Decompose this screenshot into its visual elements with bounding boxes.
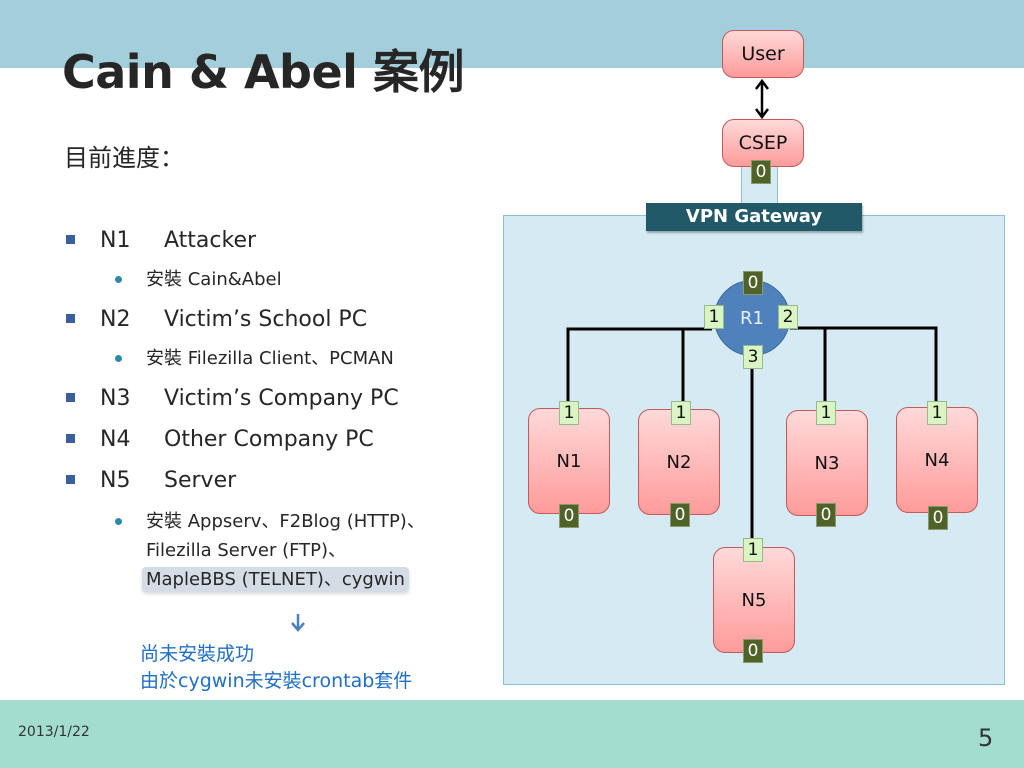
n5-port-0: 0 (743, 639, 763, 663)
n2-port-0: 0 (670, 503, 690, 527)
round-bullet-icon (115, 355, 122, 362)
router-port-1: 1 (704, 305, 724, 329)
list-item-n3: N3 Victim’s Company PC (64, 384, 494, 425)
item-code: N5 (100, 468, 131, 493)
square-bullet-icon (66, 235, 75, 244)
n3-port-0: 0 (816, 503, 836, 527)
n4-port-1: 1 (927, 401, 947, 425)
node-label: CSEP (738, 132, 788, 154)
node-label: N3 (814, 452, 840, 474)
sub-item-line: 安裝 Appserv、F2Blog (HTTP)、 (146, 511, 425, 532)
sub-item: 安裝 Cain&Abel (64, 265, 494, 294)
slide-date: 2013/1/22 (18, 724, 90, 740)
item-code: N2 (100, 307, 131, 332)
footer-band (0, 700, 1024, 768)
square-bullet-icon (66, 314, 75, 323)
item-code: N1 (100, 228, 131, 253)
router-port-2: 2 (778, 305, 798, 329)
n1-port-0: 0 (559, 504, 579, 528)
status-note: 尚未安裝成功 由於cygwin未安裝crontab套件 (140, 641, 412, 695)
list-item-n1: N1 Attacker (64, 226, 494, 267)
n3-port-1: 1 (816, 401, 836, 425)
note-line: 由於cygwin未安裝crontab套件 (140, 670, 413, 692)
item-label: Victim’s Company PC (164, 386, 399, 411)
slide-subtitle: 目前進度： (64, 144, 184, 172)
vpn-gateway: VPN Gateway (646, 203, 862, 231)
csep-port: 0 (751, 160, 771, 184)
item-label: Victim’s School PC (164, 307, 368, 332)
item-label: Other Company PC (164, 427, 374, 452)
sub-item: 安裝 Filezilla Client、PCMAN (64, 344, 494, 373)
n2-port-1: 1 (671, 401, 691, 425)
node-label: N5 (741, 589, 767, 611)
node-label: User (741, 43, 785, 65)
header-band (0, 0, 1024, 68)
list-item-n2: N2 Victim’s School PC (64, 305, 494, 346)
sub-item: 安裝 Appserv、F2Blog (HTTP)、 Filezilla Serv… (64, 505, 494, 594)
node-n3: N3 (786, 410, 868, 516)
link-r1-n1 (566, 327, 712, 410)
node-label: N4 (924, 449, 950, 471)
square-bullet-icon (66, 475, 75, 484)
round-bullet-icon (115, 518, 122, 525)
item-code: N3 (100, 386, 131, 411)
down-arrow-icon (291, 614, 305, 632)
sub-item-line: Filezilla Server (FTP)、 (146, 540, 347, 561)
n4-port-0: 0 (928, 506, 948, 530)
slide-title: Cain & Abel 案例 (62, 45, 464, 99)
router-port-0: 0 (743, 271, 763, 295)
node-label: N2 (666, 451, 692, 473)
page-number: 5 (978, 724, 994, 752)
gateway-label: VPN Gateway (685, 206, 823, 227)
n1-port-1: 1 (559, 401, 579, 425)
square-bullet-icon (66, 434, 75, 443)
square-bullet-icon (66, 393, 75, 402)
user-csep-arrow (755, 78, 769, 120)
csep-node: CSEP (722, 119, 804, 167)
bullet-list: N1 Attacker 安裝 Cain&Abel N2 Victim’s Schoo… (64, 226, 494, 605)
link-r1-n4 (790, 326, 938, 410)
note-line: 尚未安裝成功 (140, 643, 255, 665)
node-label: N1 (556, 450, 582, 472)
node-n1: N1 (528, 408, 610, 514)
node-n5: N5 (713, 547, 795, 653)
user-node: User (722, 30, 804, 78)
round-bullet-icon (115, 276, 122, 283)
list-item-n5: N5 Server (64, 466, 494, 507)
n5-port-1: 1 (743, 538, 763, 562)
highlighted-line: MapleBBS (TELNET)、cygwin (142, 567, 409, 592)
item-code: N4 (100, 427, 131, 452)
item-label: Attacker (164, 228, 257, 253)
router-port-3: 3 (743, 345, 763, 369)
node-n2: N2 (638, 409, 720, 515)
list-item-n4: N4 Other Company PC (64, 425, 494, 466)
router-label: R1 (740, 307, 764, 329)
sub-item-text: 安裝 Cain&Abel (146, 269, 282, 290)
item-label: Server (164, 468, 237, 493)
sub-item-text: 安裝 Filezilla Client、PCMAN (146, 348, 394, 369)
